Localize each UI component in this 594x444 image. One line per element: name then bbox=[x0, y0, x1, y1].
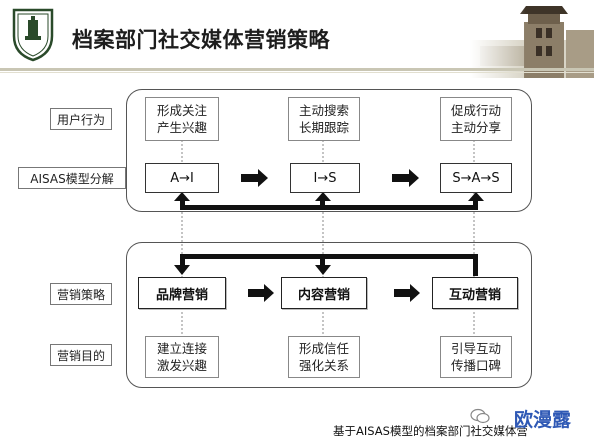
behavior-box: 形成关注 产生兴趣 bbox=[145, 97, 219, 141]
row-label-user-behavior: 用户行为 bbox=[50, 108, 112, 130]
row-label-aisas: AISAS模型分解 bbox=[18, 167, 126, 189]
strategy-interaction: 互动营销 bbox=[432, 277, 518, 309]
goal-line: 形成信任 bbox=[298, 341, 349, 356]
university-logo bbox=[10, 6, 56, 62]
goal-line: 传播口碑 bbox=[450, 358, 501, 373]
watermark: 欧漫露 bbox=[514, 409, 572, 431]
aisas-step-ai: A→I bbox=[145, 163, 219, 193]
goal-line: 引导互动 bbox=[450, 341, 501, 356]
header-rule-thin bbox=[0, 72, 594, 73]
goal-line: 激发兴趣 bbox=[156, 358, 207, 373]
goal-box: 引导互动 传播口碑 bbox=[440, 336, 512, 378]
feedback-up-connector bbox=[174, 192, 484, 210]
goal-line: 强化关系 bbox=[298, 358, 349, 373]
strategy-brand: 品牌营销 bbox=[138, 277, 226, 309]
strategy-content: 内容营销 bbox=[281, 277, 367, 309]
behavior-box: 主动搜索 长期跟踪 bbox=[288, 97, 360, 141]
goal-line: 建立连接 bbox=[156, 341, 207, 356]
flow-arrow bbox=[394, 284, 420, 302]
goal-box: 建立连接 激发兴趣 bbox=[145, 336, 219, 378]
footer-caption: 基于AISAS模型的档案部门社交媒体营 bbox=[333, 424, 528, 438]
flow-arrow bbox=[248, 284, 274, 302]
header-rule bbox=[0, 68, 594, 71]
behavior-box: 促成行动 主动分享 bbox=[440, 97, 512, 141]
row-label-strategy: 营销策略 bbox=[50, 283, 112, 305]
behavior-line: 主动分享 bbox=[450, 120, 501, 135]
wechat-icon bbox=[470, 408, 490, 424]
page-title: 档案部门社交媒体营销策略 bbox=[72, 28, 330, 52]
feedback-down-connector bbox=[174, 254, 478, 276]
behavior-line: 长期跟踪 bbox=[298, 120, 349, 135]
flow-arrow bbox=[241, 169, 268, 187]
goal-box: 形成信任 强化关系 bbox=[288, 336, 360, 378]
flow-arrow bbox=[392, 169, 419, 187]
row-label-goal: 营销目的 bbox=[50, 344, 112, 366]
aisas-step-sas: S→A→S bbox=[440, 163, 512, 193]
aisas-step-is: I→S bbox=[290, 163, 360, 193]
behavior-line: 主动搜索 bbox=[298, 103, 349, 118]
behavior-line: 产生兴趣 bbox=[156, 120, 207, 135]
behavior-line: 促成行动 bbox=[450, 103, 501, 118]
behavior-line: 形成关注 bbox=[156, 103, 207, 118]
